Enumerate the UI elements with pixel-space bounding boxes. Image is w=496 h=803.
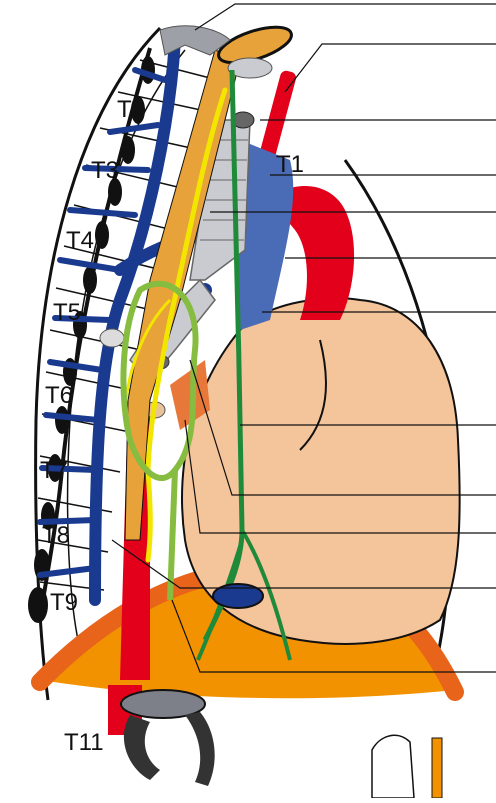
vertebra-label-t8: T8 xyxy=(42,522,70,549)
vertebra-label-t9: T9 xyxy=(50,589,78,616)
vertebra-label-t3: T3 xyxy=(91,157,119,184)
vertebra-label-t4: T4 xyxy=(66,227,94,254)
rib-sketch-bar xyxy=(432,738,442,798)
bronchus-cut-1 xyxy=(100,329,124,347)
vertebra-label-t1: T1 xyxy=(276,151,304,178)
vertebra-label-t5: T5 xyxy=(53,299,81,326)
vertebra-label-t2: T2 xyxy=(117,96,145,123)
vertebra-label-t7: T7 xyxy=(40,457,68,484)
rib-sketch xyxy=(372,735,414,798)
lower-vertebra xyxy=(124,712,215,786)
asterisk-marker-icon: * xyxy=(121,620,146,692)
vertebra-label-t6: T6 xyxy=(45,382,73,409)
vertebra-label-t11: T11 xyxy=(64,729,104,756)
